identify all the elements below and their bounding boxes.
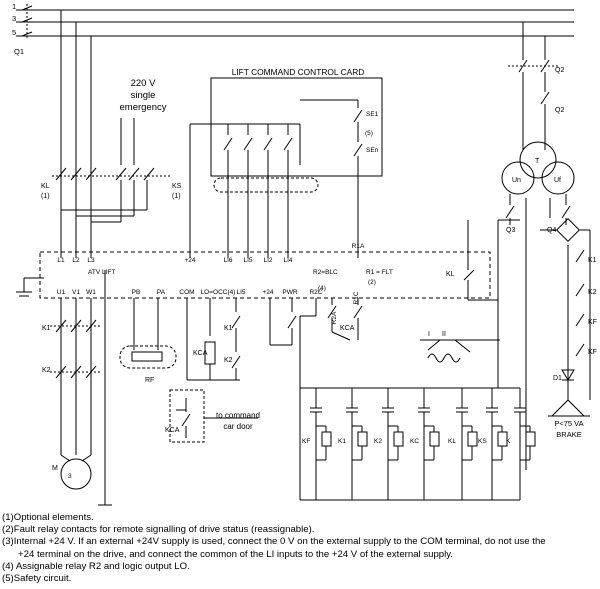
phase-label-1: 1 — [12, 2, 16, 11]
switch-q4-label: Q4 — [547, 227, 556, 234]
relay-r2-note: (4) — [318, 285, 326, 292]
door-contact-kca-label: KCA — [165, 427, 180, 434]
lift-command-card-title: LIFT COMMAND CONTROL CARD — [232, 67, 365, 77]
contactor-k2-label: K2 — [42, 367, 51, 374]
contactor-ks-label: KS — [172, 183, 182, 190]
relay-coil-kf-label: KF — [302, 438, 310, 445]
relay-coil-ks-label: KS — [478, 438, 487, 445]
door-command-line2: car door — [223, 422, 253, 431]
relay-r2-label: R2=BLC — [313, 269, 338, 276]
footnote-3: (3)Internal +24 V. If an external +24V s… — [2, 536, 546, 548]
safety-note: (5) — [365, 130, 373, 137]
relay-r1-label: R1 = FLT — [366, 269, 393, 276]
emergency-label: emergency — [120, 102, 167, 113]
diode-d1-label: D1 — [553, 375, 562, 382]
relay-coil-kc-group — [418, 388, 440, 500]
phase-label-3: 3 — [12, 14, 16, 23]
relay-coil-k1-group — [346, 388, 368, 500]
relay-k2-contact-label: K2 — [224, 357, 233, 364]
relay-coil-kl-group — [456, 388, 478, 500]
relay-coil-k2-group — [382, 388, 404, 500]
terminal-li2: LI2 — [263, 257, 272, 264]
terminal-r1a: R1A — [352, 243, 365, 250]
terminal-pwr: PWR — [282, 289, 297, 296]
relay-coil-ks-group — [486, 388, 508, 500]
terminal-plus24-top: +24 — [184, 257, 195, 264]
motor-label: M — [52, 465, 58, 472]
transformer-uf-winding — [541, 161, 575, 195]
terminal-l2: L2 — [72, 257, 80, 264]
footnote-3-continued: +24 terminal on the drive, and connect t… — [18, 548, 454, 560]
terminal-li6: LI6 — [223, 257, 232, 264]
contactor-kl-note: (1) — [41, 193, 50, 200]
door-command-line1: to command — [216, 411, 260, 420]
phase-label-5: 5 — [12, 28, 16, 37]
switch-q3-label: Q3 — [506, 227, 515, 234]
footnotes: (1)Optional elements. (2)Fault relay con… — [2, 512, 598, 585]
terminal-pb: PB — [132, 289, 141, 296]
relay-coil-kl-label: KL — [448, 438, 456, 445]
relay-coil-k-group — [514, 388, 536, 500]
brake-kl-contact-label: KL — [446, 271, 455, 278]
relay-kca-label: KCA — [193, 350, 208, 357]
safety-se1-label: SE1 — [366, 111, 379, 118]
breaker-q2-label: Q2 — [555, 107, 564, 114]
brake-contact-k1: K1 — [588, 257, 597, 264]
terminal-u1: U1 — [57, 289, 66, 296]
terminal-r1c: R1C — [353, 291, 360, 304]
breaker-q1-label: Q1 — [14, 47, 24, 56]
terminal-l3: L3 — [87, 257, 95, 264]
switch-position-ii: II — [442, 331, 446, 338]
transformer-uf-label: Uf — [554, 177, 561, 184]
terminal-v1: V1 — [72, 289, 80, 296]
footnote-2: (2)Fault relay contacts for remote signa… — [2, 524, 315, 536]
footnote-1: (1)Optional elements. — [2, 512, 94, 523]
safety-sen-label: SEn — [366, 147, 379, 154]
contactor-k1-label: K1 — [42, 325, 51, 332]
relay-coil-kc-label: KC — [410, 438, 419, 445]
brake-contact-kf-2: KF — [588, 349, 597, 356]
atv-lift-drive-frame — [39, 251, 491, 299]
drive-title: ATV LIFT — [88, 269, 115, 276]
brake-contact-kf-1: KF — [588, 319, 597, 326]
terminal-li4: LI4 — [283, 257, 292, 264]
transformer-un-label: Un — [512, 177, 521, 184]
relay-coil-k-label: K — [506, 438, 511, 445]
emergency-type: single — [131, 90, 156, 101]
brake-contact-k2: K2 — [588, 289, 597, 296]
terminal-li5-bottom: LI5 — [236, 289, 245, 296]
terminal-w1: W1 — [86, 289, 96, 296]
contactor-ks-note: (1) — [172, 193, 181, 200]
contactor-kl-label: KL — [41, 183, 50, 190]
footnote-5: (5)Safety circuit. — [2, 573, 72, 585]
brake-rating: P<75 VA — [554, 419, 583, 428]
emergency-voltage: 220 V — [131, 78, 156, 89]
breaker-q2-label-top: Q2 — [555, 67, 564, 74]
terminal-r2c: R2C — [309, 289, 322, 296]
brake-label: BRAKE — [556, 430, 581, 439]
terminal-pa: PA — [157, 289, 166, 296]
terminal-plus24-bottom: +24 — [262, 289, 273, 296]
footnote-4: (4) Assignable relay R2 and logic output… — [2, 560, 190, 572]
terminal-com: COM — [179, 289, 194, 296]
lift-command-card-frame — [210, 77, 383, 177]
relay-kca-contact-label: KCA — [340, 325, 355, 332]
terminal-lo-occ: LO=OCC(4) — [201, 289, 236, 296]
transformer-un-winding — [501, 161, 535, 195]
transformer-t-label: T — [535, 158, 540, 165]
relay-k1-contact-label: K1 — [224, 325, 233, 332]
motor-symbol — [60, 458, 92, 490]
relay-coil-k2-label: K2 — [374, 438, 382, 445]
terminal-r2a: R2A — [331, 311, 338, 324]
relay-coil-kf-group — [310, 388, 332, 500]
switch-position-i: I — [428, 331, 430, 338]
relay-r1-note: (2) — [368, 279, 376, 286]
transformer-symbol — [519, 141, 557, 179]
relay-coil-k1-label: K1 — [338, 438, 346, 445]
terminal-li5-top: LI5 — [243, 257, 252, 264]
terminal-l1: L1 — [57, 257, 65, 264]
motor-phase-count: 3 — [68, 473, 72, 480]
resistor-rf-label: RF — [145, 377, 154, 384]
